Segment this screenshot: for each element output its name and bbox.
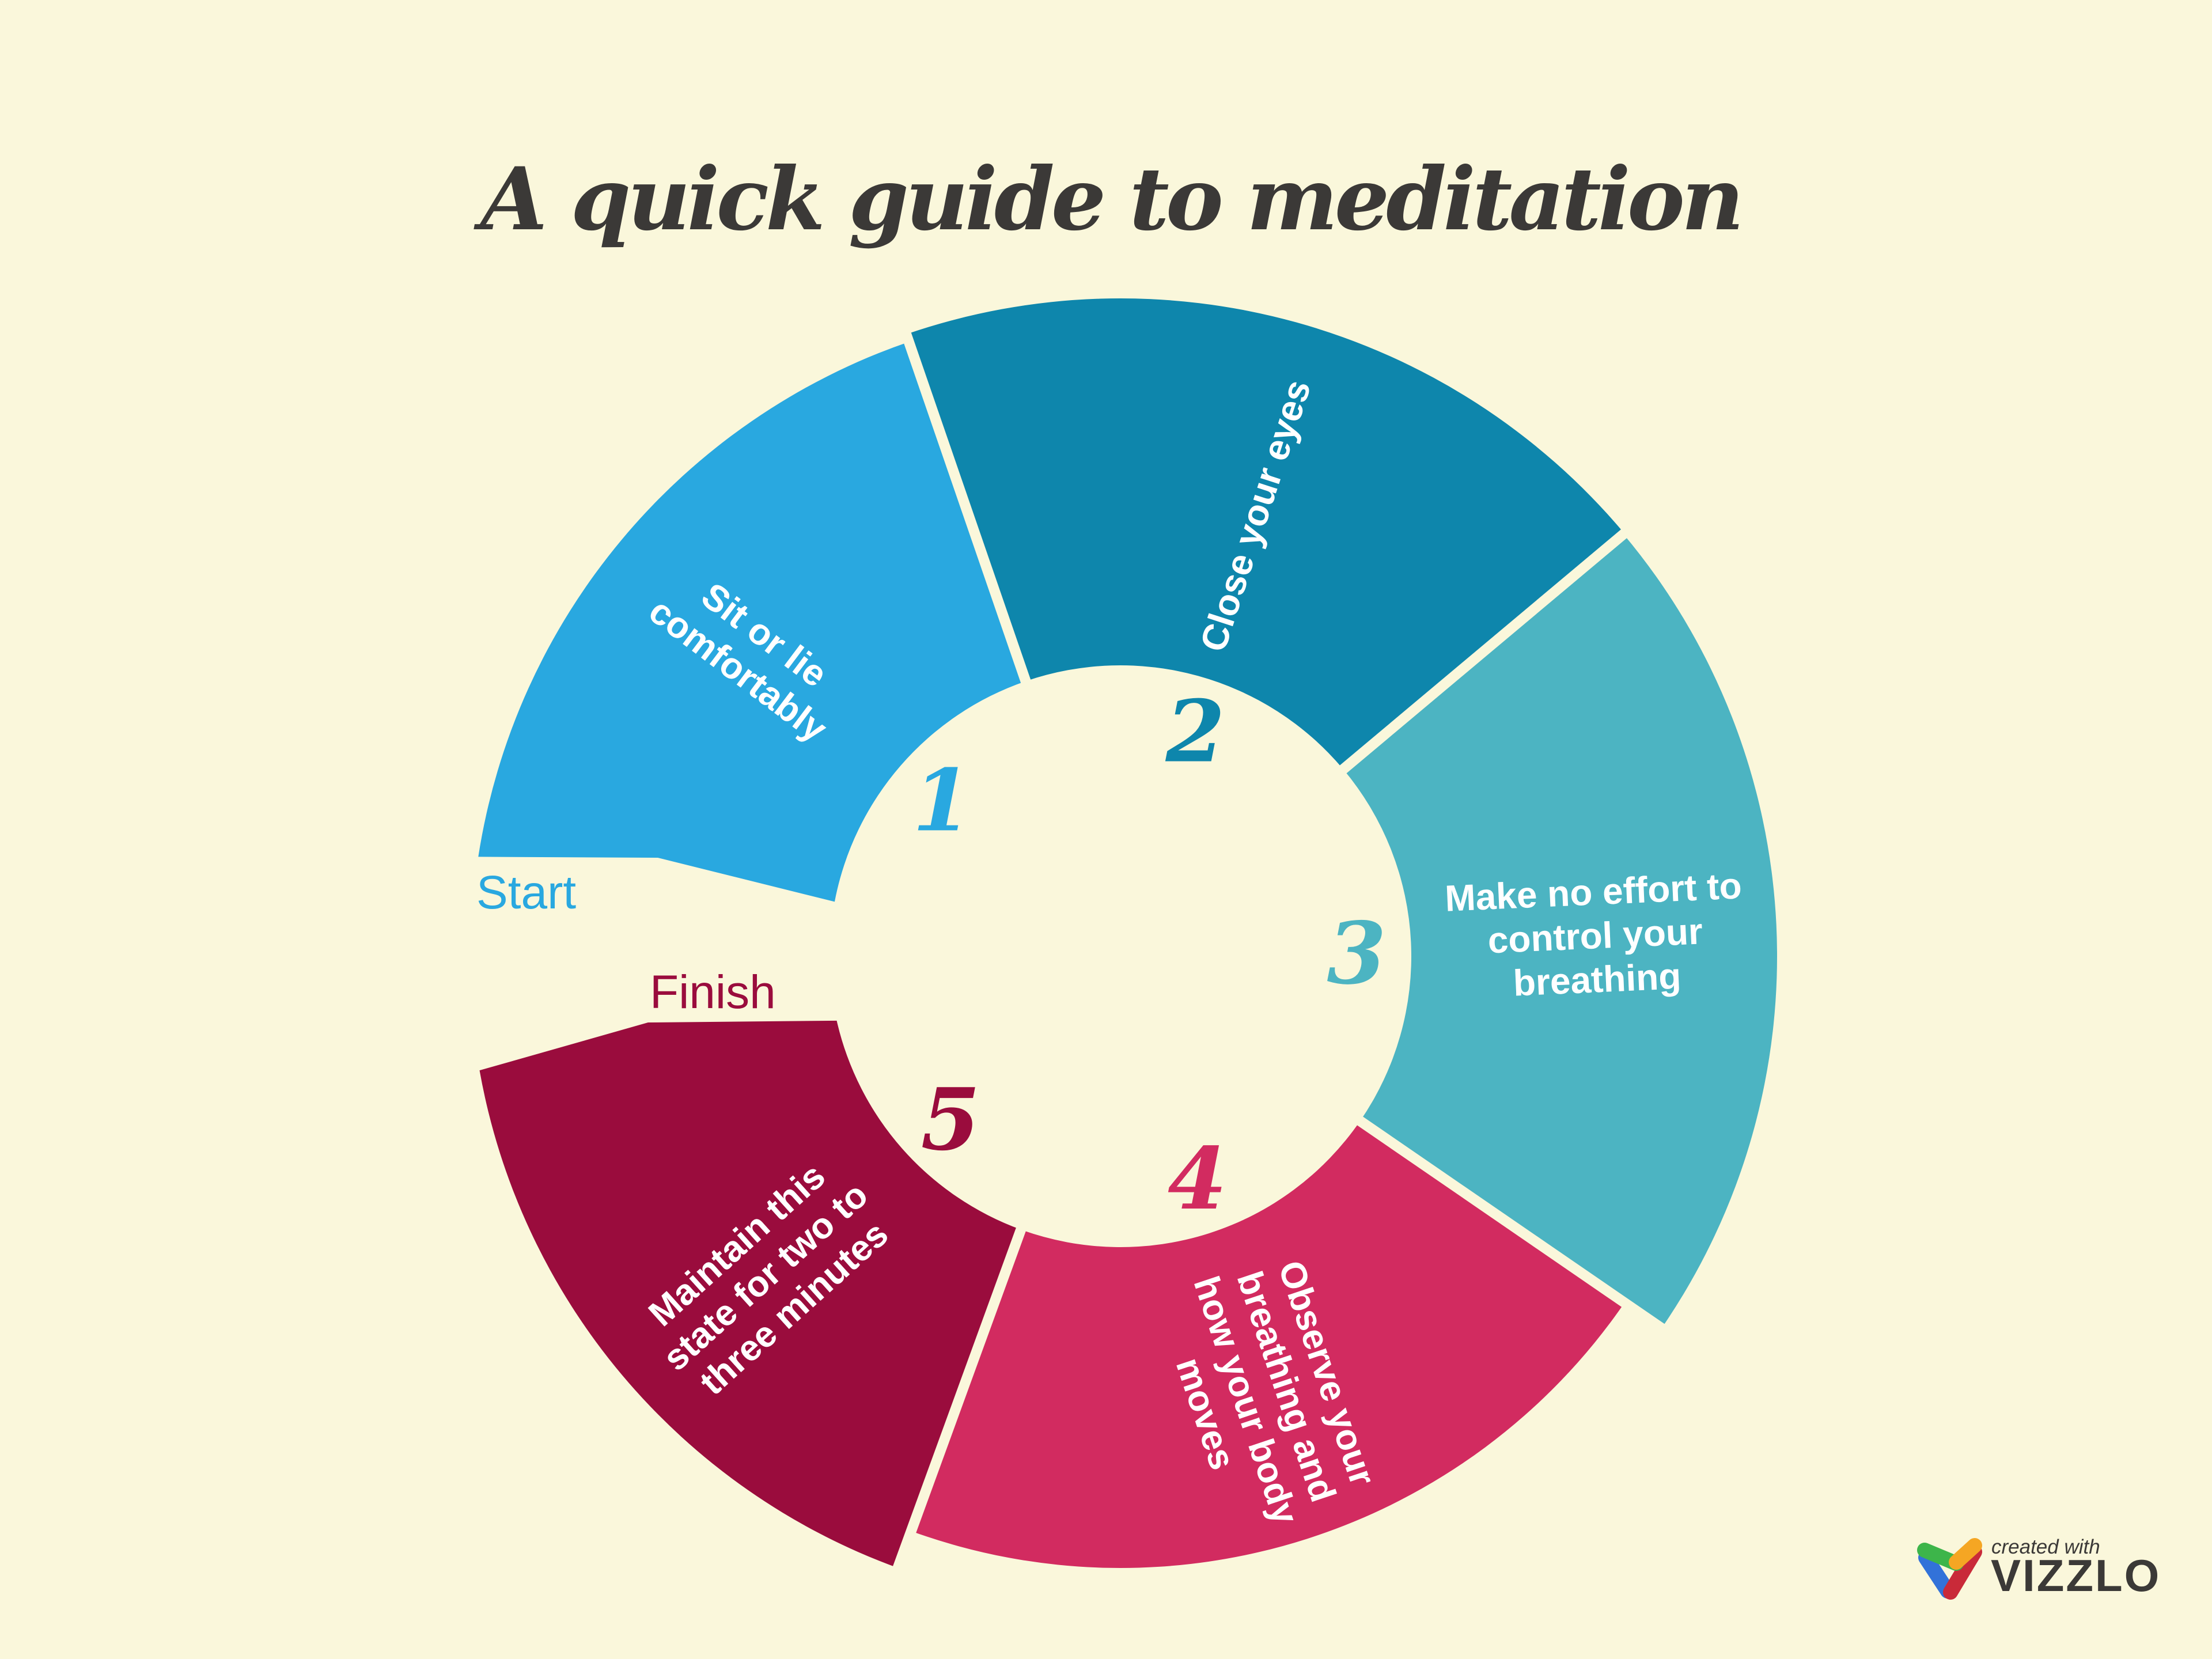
segment-3 [1343, 534, 1777, 1328]
segment-gap-2 [1332, 516, 1644, 780]
segment-1 [478, 342, 1026, 902]
finish-label: Finish [650, 966, 776, 1018]
segment-gap-3 [1349, 1111, 1683, 1345]
created-with-label: created with [1991, 1536, 2100, 1558]
logo-stroke-blue [1918, 1550, 1955, 1599]
step-label-line: control your [1487, 910, 1703, 961]
start-label: Start [476, 866, 576, 919]
segment-gap-1 [894, 313, 1034, 692]
segment-2 [906, 298, 1624, 770]
vizzlo-badge: created with VIZZLO [1917, 1536, 2161, 1601]
step-number-2: 2 [1165, 681, 1225, 782]
step-number-4: 4 [1168, 1128, 1227, 1229]
segment-4 [911, 1121, 1625, 1568]
logo-stroke-orange [1949, 1538, 1982, 1570]
step-label-line: breathing [1512, 955, 1681, 1004]
step-number-5: 5 [921, 1069, 980, 1169]
brand-name: VIZZLO [1991, 1550, 2161, 1601]
page-title: A quick guide to meditation [474, 149, 1741, 250]
step-number-1: 1 [912, 750, 972, 850]
vizzlo-logo-icon [1917, 1538, 1982, 1600]
segment-gap-4 [883, 1218, 1029, 1596]
step-number-3: 3 [1327, 903, 1386, 1003]
segment-5 [479, 1020, 1021, 1568]
